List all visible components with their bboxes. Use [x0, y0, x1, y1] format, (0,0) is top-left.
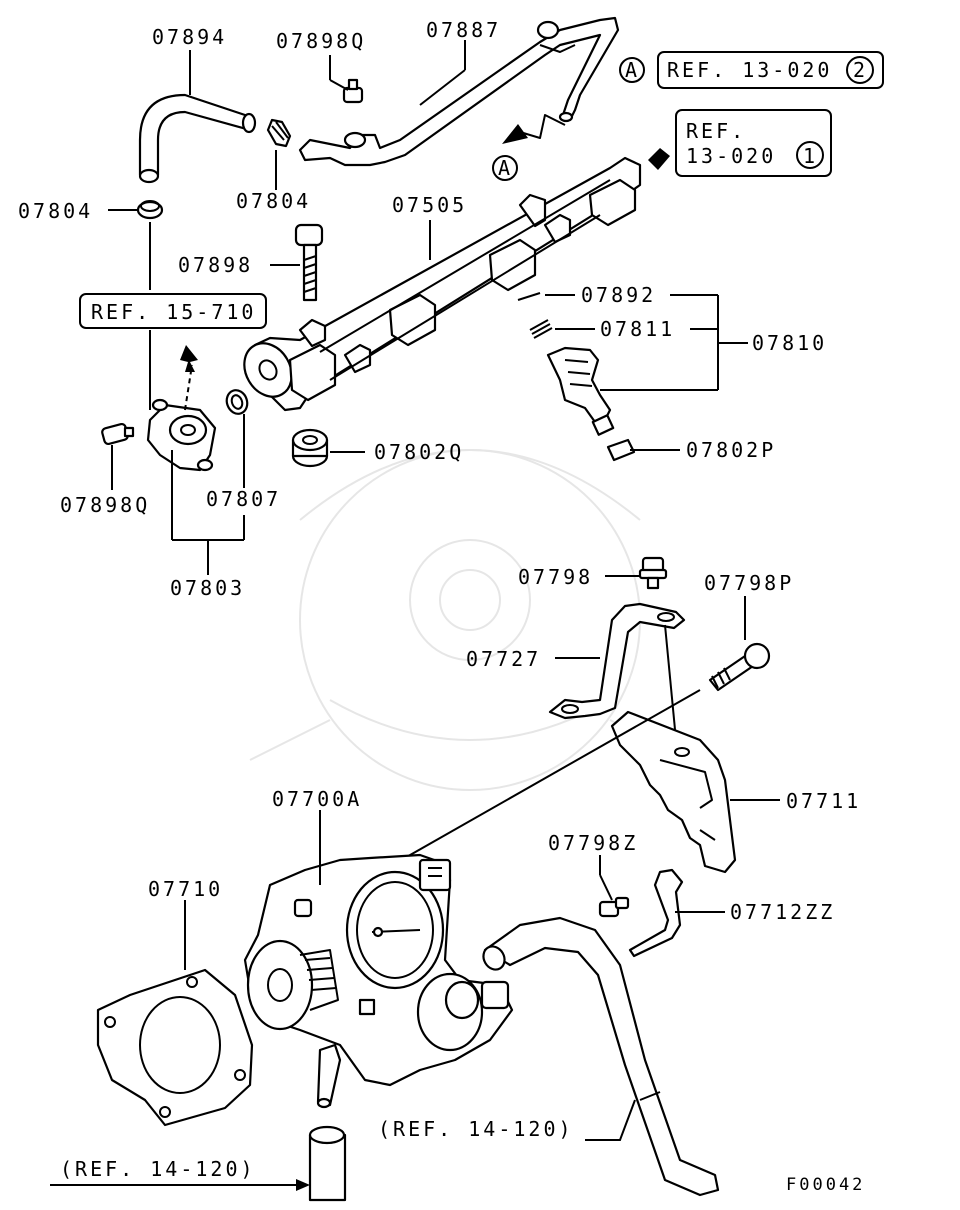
spring-07811 [529, 319, 553, 339]
label-07810: 07810 [752, 331, 827, 355]
ref-box-13-020-2 [657, 51, 884, 89]
label-07798P: 07798P [704, 571, 794, 595]
label-07804-left: 07804 [18, 199, 93, 223]
label-07887: 07887 [426, 18, 501, 42]
bracket-07712ZZ [628, 868, 684, 958]
hose-07894 [138, 93, 257, 184]
bracket-07711 [610, 710, 737, 874]
bolt-07898Q-top [342, 78, 364, 104]
label-07727: 07727 [466, 647, 541, 671]
ref-box-15-710 [79, 293, 267, 329]
hose-right [482, 916, 720, 1197]
label-07712ZZ: 07712ZZ [730, 900, 835, 924]
marker-A-top: A [625, 58, 640, 82]
bolt-07898 [294, 223, 324, 302]
ref-14-120-bottom: (REF. 14-120) [60, 1157, 256, 1181]
bolt-07898Q-left [101, 422, 135, 446]
bracket-07727 [548, 602, 686, 741]
label-07804-mid: 07804 [236, 189, 311, 213]
oring-07892 [517, 292, 541, 301]
pressure-regulator-07803 [146, 345, 217, 472]
ref-13-020-1-num: 1 [803, 144, 818, 168]
label-07898Q-left: 07898Q [60, 493, 150, 517]
label-07803: 07803 [170, 576, 245, 600]
circle-num-1 [796, 141, 824, 169]
marker-A-top-circle [619, 57, 645, 83]
label-07898: 07898 [178, 253, 253, 277]
bolt-07798P [708, 642, 771, 692]
ref-box-13-020-1 [675, 109, 832, 177]
label-07807: 07807 [206, 487, 281, 511]
label-07711: 07711 [786, 789, 861, 813]
clamp-07804-lower [136, 200, 164, 220]
ref-13-020-1-line1: REF. [686, 119, 746, 143]
marker-A-mid-circle [492, 155, 518, 181]
insulator-07802Q [291, 428, 329, 468]
leader-lines [50, 40, 780, 1191]
ref-14-120-mid: (REF. 14-120) [378, 1117, 574, 1141]
label-07802P: 07802P [686, 438, 776, 462]
label-07798Z: 07798Z [548, 831, 638, 855]
ref-15-710: REF. 15-710 [91, 300, 256, 324]
bolt-07798 [638, 556, 668, 590]
connector-A-arrow [502, 114, 566, 144]
hose-bottom [308, 1125, 347, 1202]
ref-13-020-2-text: REF. 13-020 [667, 58, 832, 82]
label-07505: 07505 [392, 193, 467, 217]
fuel-pipe-07887 [298, 16, 620, 167]
oring-07807 [225, 389, 249, 415]
label-07894: 07894 [152, 25, 227, 49]
diagram-code: F00042 [786, 1175, 865, 1195]
label-07811: 07811 [600, 317, 675, 341]
circle-num-2 [846, 56, 874, 84]
bolt-07798Z [598, 896, 630, 918]
ref-13-020-1-line2: 13-020 [686, 144, 776, 168]
label-07898Q-top: 07898Q [276, 29, 366, 53]
label-07798: 07798 [518, 565, 593, 589]
throttle-body-07700A [243, 853, 514, 1109]
label-07700A: 07700A [272, 787, 362, 811]
clamp-07804-upper [266, 118, 292, 148]
label-07710: 07710 [148, 877, 223, 901]
ref-13-020-2-num: 2 [853, 58, 868, 82]
fuel-rail-07505 [243, 156, 642, 412]
seal-07802P [606, 438, 636, 462]
injector-07810 [546, 346, 615, 436]
marker-A-mid: A [498, 156, 513, 180]
gasket-07710 [96, 968, 254, 1127]
label-07892: 07892 [581, 283, 656, 307]
ref-arrow-right [648, 148, 670, 170]
label-07802Q: 07802Q [374, 440, 464, 464]
